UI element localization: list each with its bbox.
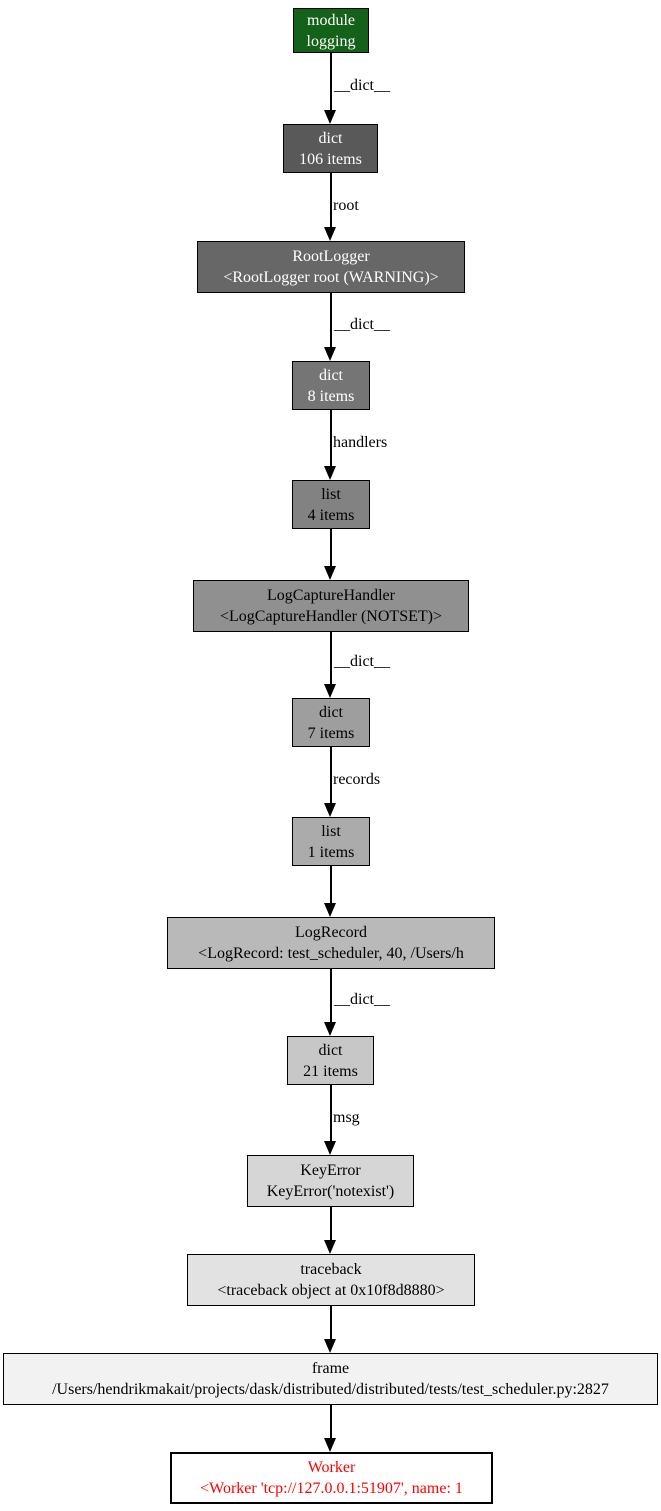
node-detail: <LogRecord: test_scheduler, 40, /Users/h [198,945,464,962]
node-detail: KeyError('notexist') [266,1183,395,1200]
node-title: dict [319,366,343,384]
node-traceback: traceback <traceback object at 0x10f8d88… [187,1254,475,1306]
arrowhead-icon [324,1022,336,1036]
node-logcapturehandler: LogCaptureHandler <LogCaptureHandler (NO… [193,580,469,632]
edge-label-dict-3: __dict__ [334,991,390,1008]
arrowhead-icon [324,110,336,124]
edge-label-msg: msg [333,1109,360,1126]
node-list-1-items: list 1 items [292,817,370,866]
node-title: module [307,11,355,29]
node-detail: <Worker 'tcp://127.0.0.1:51907', name: 1 [200,1480,463,1497]
node-title: dict [318,1041,343,1059]
node-detail: 106 items [299,150,362,168]
edge-line-dict-3 [330,968,332,1024]
arrowhead-icon [324,1438,336,1452]
arrowhead-icon [324,803,336,817]
edge-line-plain-2 [330,1206,332,1242]
node-detail: <RootLogger root (WARNING)> [223,269,439,286]
edge-line-plain-1 [330,865,332,905]
node-detail: 21 items [303,1062,358,1080]
node-keyerror: KeyError KeyError('notexist') [247,1155,414,1207]
node-title: list [321,485,341,503]
edge-line-plain-0 [330,528,332,568]
edge-line-plain-3 [330,1305,332,1341]
edge-label-dict-1: __dict__ [334,316,390,333]
arrowhead-icon [324,347,336,361]
edge-line-dict-2 [330,631,332,686]
arrowhead-icon [324,227,336,241]
node-dict-7-items: dict 7 items [292,698,370,747]
edge-label-dict-2: __dict__ [334,653,390,670]
node-detail: logging [306,32,356,50]
node-title: dict [318,129,343,147]
edge-line-handlers [330,409,332,468]
node-title: Worker [307,1459,356,1476]
node-detail: <LogCaptureHandler (NOTSET)> [220,608,442,625]
arrowhead-icon [324,1141,336,1155]
node-title: dict [319,703,343,721]
arrowhead-icon [324,566,336,580]
edge-line-dict-0 [330,53,332,112]
edge-label-dict-0: __dict__ [334,77,390,94]
node-worker: Worker <Worker 'tcp://127.0.0.1:51907', … [170,1452,493,1504]
node-detail: 7 items [307,724,355,742]
arrowhead-icon [324,466,336,480]
node-detail: <traceback object at 0x10f8d8880> [217,1282,445,1299]
arrowhead-icon [324,1339,336,1353]
node-title: frame [311,1360,350,1377]
arrowhead-icon [324,684,336,698]
node-detail: 8 items [307,387,355,405]
arrowhead-icon [324,903,336,917]
node-title: LogRecord [295,924,367,941]
node-dict-21-items: dict 21 items [287,1036,374,1085]
edge-line-dict-1 [330,292,332,349]
edge-line-records [330,746,332,805]
edge-line-root [330,172,332,229]
node-detail: 4 items [307,506,355,524]
node-dict-8-items: dict 8 items [292,361,370,410]
edge-label-handlers: handlers [333,434,388,451]
edge-label-records: records [333,771,381,788]
edge-line-plain-4 [330,1404,332,1440]
node-title: traceback [300,1261,362,1278]
edge-label-root: root [333,197,359,214]
edge-line-msg [330,1084,332,1143]
node-dict-106-items: dict 106 items [283,124,378,173]
node-frame: frame /Users/hendrikmakait/projects/dask… [3,1353,658,1405]
node-logrecord: LogRecord <LogRecord: test_scheduler, 40… [167,917,495,969]
node-title: list [321,822,341,840]
node-detail: 1 items [307,843,355,861]
node-detail: /Users/hendrikmakait/projects/dask/distr… [52,1381,609,1398]
node-rootlogger: RootLogger <RootLogger root (WARNING)> [197,241,465,293]
arrowhead-icon [324,1240,336,1254]
node-title: KeyError [300,1162,361,1179]
node-title: RootLogger [292,248,370,265]
node-list-4-items: list 4 items [292,480,370,529]
node-module-logging: module logging [293,8,369,53]
node-title: LogCaptureHandler [267,587,395,604]
